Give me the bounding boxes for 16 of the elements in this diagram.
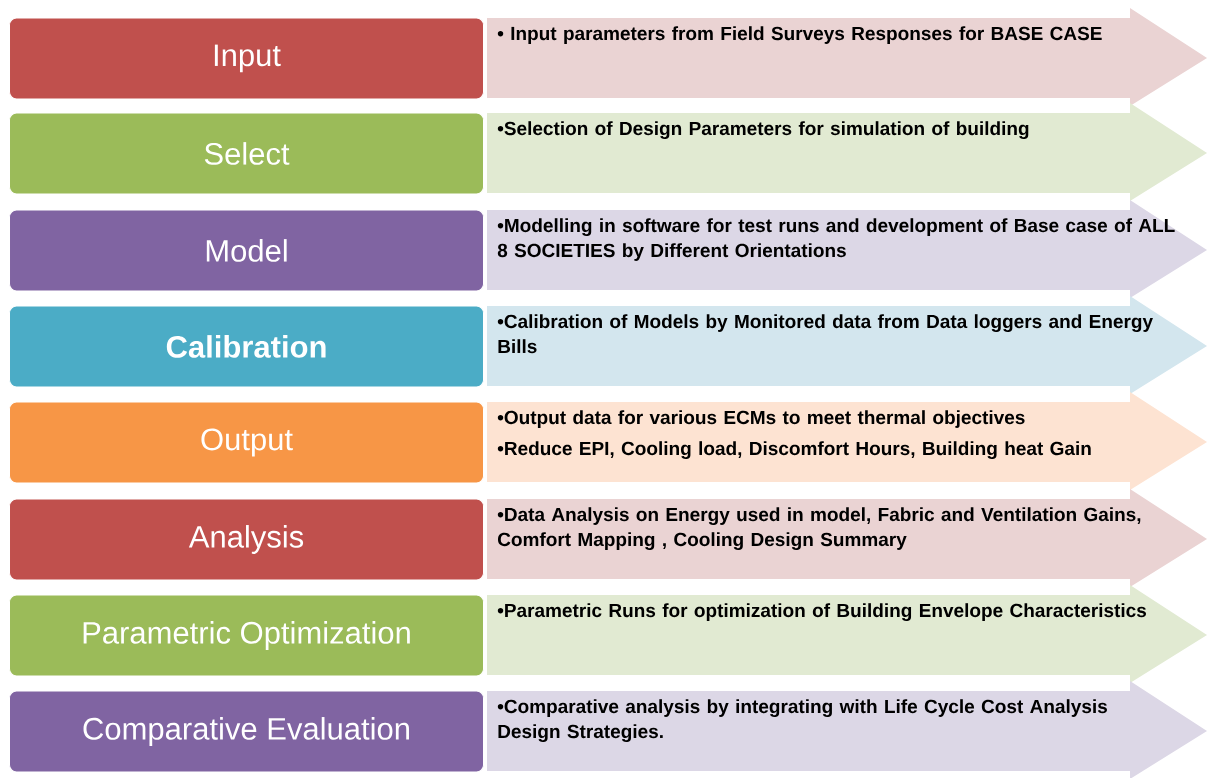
arrow-banner: •Comparative analysis by integrating with Life Cycle Cost Analysis Design Strategies. xyxy=(487,681,1207,778)
arrow-banner: •Output data for various ECMs to meet thermal objectives •Reduce EPI, Cooling load, Discomfort Hours, Building heat Gain xyxy=(487,392,1207,490)
arrow-banner: •Parametric Runs for optimization of Building Envelope Characteristics xyxy=(487,585,1207,683)
step-box: Output xyxy=(9,401,484,484)
step-box: Select xyxy=(9,112,484,195)
arrow-banner: •Modelling in software for test runs and development of Base case of ALL 8 SOCIETIES by Different Orientations xyxy=(487,200,1207,298)
step-box: Calibration xyxy=(9,305,484,388)
step-box: Comparative Evaluation xyxy=(9,690,484,773)
arrow-banner: •Calibration of Models by Monitored data from Data loggers and Energy Bills xyxy=(487,296,1207,394)
arrow-banner: • Input parameters from Field Surveys Responses for BASE CASE xyxy=(487,8,1207,106)
arrow-banner: •Selection of Design Parameters for simulation of building xyxy=(487,103,1207,201)
step-box: Model xyxy=(9,209,484,292)
step-box: Parametric Optimization xyxy=(9,594,484,677)
step-box: Analysis xyxy=(9,498,484,581)
step-box: Input xyxy=(9,17,484,100)
arrow-banner: •Data Analysis on Energy used in model, Fabric and Ventilation Gains, Comfort Mapping , Cooling Design Summary xyxy=(487,489,1207,587)
